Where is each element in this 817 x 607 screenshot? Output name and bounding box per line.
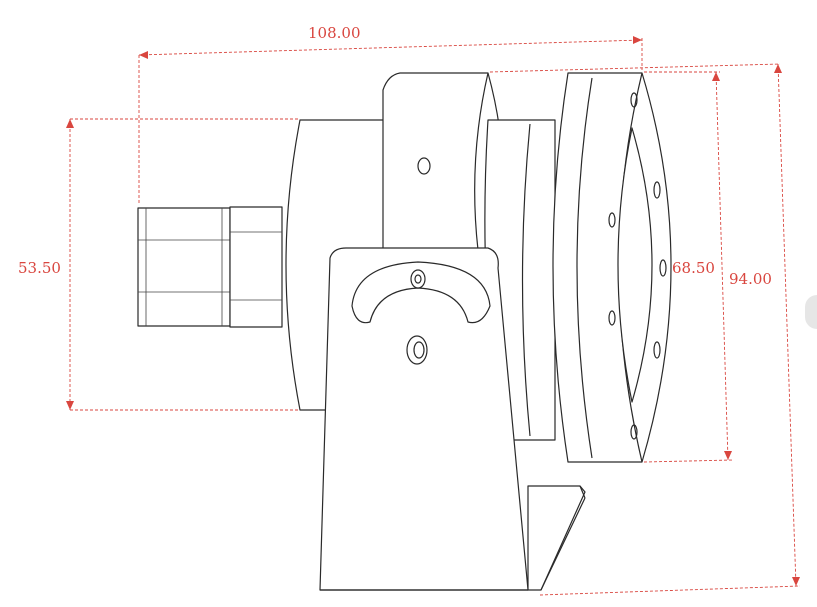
dimension-label-108: 108.00	[308, 24, 361, 42]
flange	[552, 72, 672, 463]
dimension-overall-length: 108.00	[138, 24, 643, 205]
scroll-handle[interactable]	[805, 295, 817, 329]
dimension-label-53: 53.50	[18, 259, 61, 277]
dimension-flange-inner: 68.50	[643, 71, 734, 463]
dimension-label-68: 68.50	[672, 259, 715, 277]
collar-ring	[382, 72, 505, 256]
bracket-base	[527, 485, 586, 591]
dimension-body-diameter: 53.50	[18, 118, 298, 411]
dimension-flange-outer: 94.00	[489, 63, 801, 596]
hex-fitting	[137, 206, 283, 328]
dimension-label-94: 94.00	[729, 270, 772, 288]
bracket-plate	[319, 247, 529, 591]
